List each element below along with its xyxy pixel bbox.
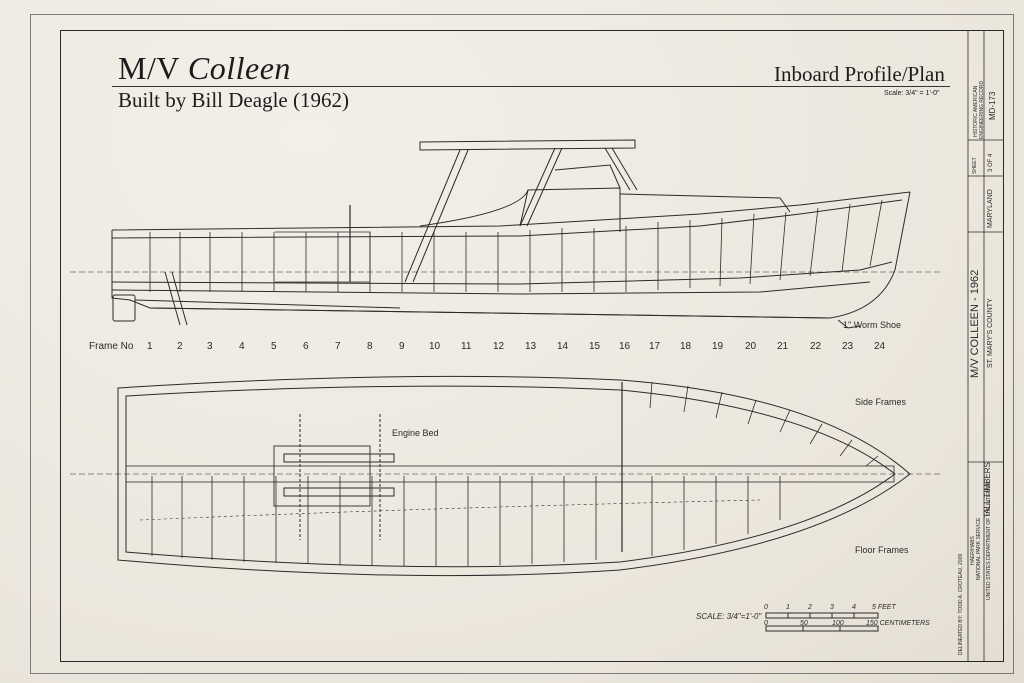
vessel-name: Colleen <box>187 50 291 86</box>
tb-office-3: UNITED STATES DEPARTMENT OF THE INTERIOR <box>986 481 992 600</box>
inboard-profile <box>70 139 940 329</box>
tb-record-no: MD-173 <box>988 91 997 120</box>
frame-number: 23 <box>842 341 854 352</box>
frame-number: 13 <box>525 341 537 352</box>
frame-number: 2 <box>177 341 183 352</box>
frame-no-label: Frame No <box>89 341 134 352</box>
side-frames-label: Side Frames <box>855 397 907 407</box>
sheet-title: Inboard Profile/Plan <box>774 62 945 86</box>
frame-number: 24 <box>874 341 886 352</box>
title-block-rules <box>967 30 1004 662</box>
drawing-subtitle: Built by Bill Deagle (1962) <box>118 88 349 112</box>
worm-shoe-label: 1" Worm Shoe <box>843 320 902 330</box>
tb-office-2: NATIONAL PARK SERVICE <box>976 517 982 580</box>
scale-feet-tick: 2 <box>808 604 812 611</box>
scale-cm-tick: 0 <box>764 620 768 627</box>
scale-note: Scale: 3/4" = 1'-0" <box>884 90 940 97</box>
frame-number: 17 <box>649 341 661 352</box>
drawing-border <box>60 30 1004 662</box>
tb-location: ST. MARY'S COUNTY <box>987 298 994 368</box>
scale-cm-tick: 50 <box>800 620 808 627</box>
outer-border <box>30 14 1014 674</box>
scale-feet-tick: 4 <box>852 604 856 611</box>
scale-cm-tick: 150 CENTIMETERS <box>866 620 930 627</box>
tb-state: MARYLAND <box>987 189 994 228</box>
scale-cm-tick: 100 <box>832 620 844 627</box>
frame-number: 20 <box>745 341 757 352</box>
scale-feet-tick: 5 FEET <box>872 604 896 611</box>
title-rule <box>112 86 950 87</box>
floor-frames-label: Floor Frames <box>855 545 909 555</box>
frame-number: 9 <box>399 341 405 352</box>
frame-number: 16 <box>619 341 631 352</box>
frame-number: 19 <box>712 341 724 352</box>
tb-delineator: DELINEATED BY: TODD A. CROTEAU, 2009 <box>958 553 964 655</box>
frame-number: 8 <box>367 341 373 352</box>
frame-number: 10 <box>429 341 441 352</box>
hull-plan <box>70 375 940 577</box>
frame-number: 4 <box>239 341 245 352</box>
scale-feet-tick: 3 <box>830 604 834 611</box>
frame-number: 15 <box>589 341 601 352</box>
scale-feet-tick: 1 <box>786 604 790 611</box>
scale-feet-tick: 0 <box>764 604 768 611</box>
frame-number: 18 <box>680 341 692 352</box>
scale-bar-graphic <box>765 612 879 632</box>
frame-number: 3 <box>207 341 213 352</box>
tb-agency-2: ENGINEERING RECORD <box>979 80 985 139</box>
engine-bed-label: Engine Bed <box>392 428 439 438</box>
frame-number: 11 <box>461 341 472 352</box>
drawing-title: M/V Colleen <box>118 50 291 86</box>
frame-number: 7 <box>335 341 341 352</box>
frame-number: 22 <box>810 341 822 352</box>
frame-number: 21 <box>777 341 789 352</box>
frame-number: 1 <box>147 341 153 352</box>
tb-vessel: M/V COLLEEN - 1962 <box>969 269 981 378</box>
tb-sheet-value: 3 OF 4 <box>988 153 994 172</box>
frame-number: 6 <box>303 341 309 352</box>
scale-bar-label: SCALE: 3/4"=1'-0" <box>696 612 762 621</box>
tb-sheet-label: SHEET <box>972 157 978 174</box>
frame-number: 12 <box>493 341 505 352</box>
frame-number: 5 <box>271 341 277 352</box>
frame-number: 14 <box>557 341 569 352</box>
